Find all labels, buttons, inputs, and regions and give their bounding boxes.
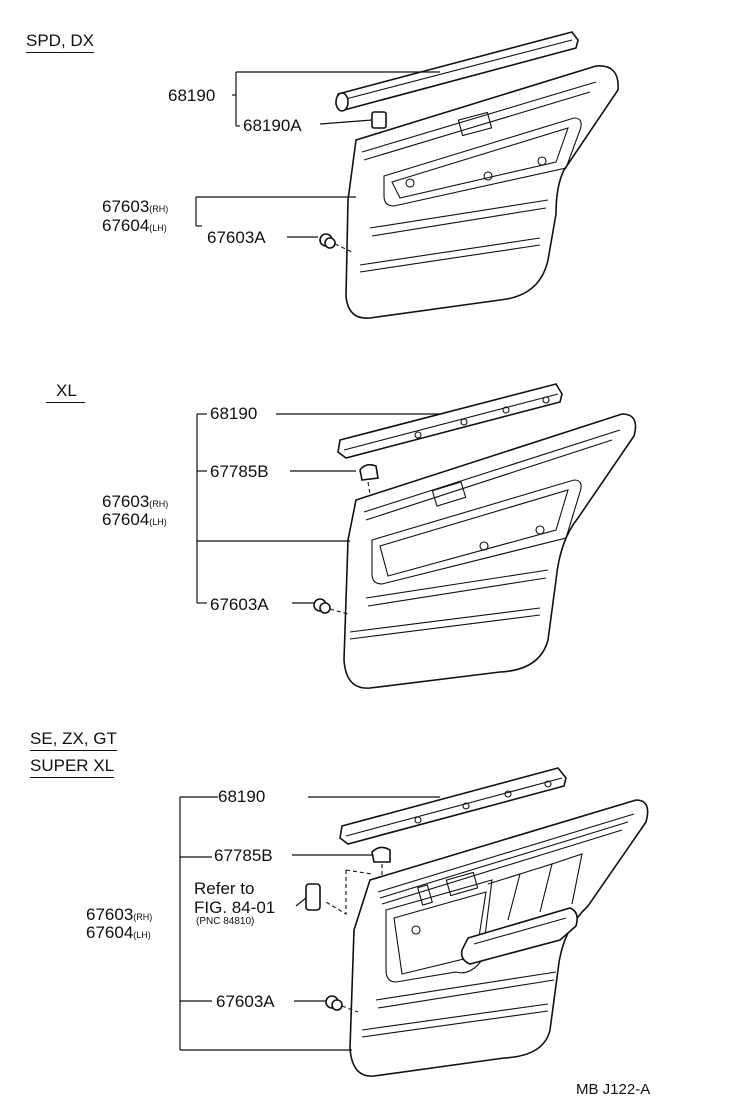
s1-clip-67603A <box>319 233 353 253</box>
s3-retainer-67785B <box>371 846 391 863</box>
s1-clip-68190A <box>371 111 387 129</box>
s2-molding <box>337 383 563 459</box>
s2-label-clip: 67603A <box>210 595 269 614</box>
s3-ref-part <box>305 883 321 911</box>
s3-molding <box>339 767 567 845</box>
s3-label-panel-rh: 67603(RH) <box>86 905 153 924</box>
s2-clip-67603A <box>313 598 349 615</box>
s1-label-panel-lh: 67604(LH) <box>102 216 167 235</box>
s3-label-clip: 67603A <box>216 992 275 1011</box>
s2-door-panel <box>343 413 637 689</box>
s2-label-molding: 68190 <box>210 404 258 423</box>
s3-label-refer-1: Refer to <box>194 879 255 898</box>
s1-label-panel-rh: 67603(RH) <box>102 197 169 216</box>
s3-label-refer-2: FIG. 84-01 <box>194 898 276 917</box>
s2-retainer-67785B <box>359 463 379 481</box>
figure-code: MB J122-A <box>576 1081 651 1098</box>
section-2-heading: XL <box>46 382 85 403</box>
s1-label-clip: 67603A <box>207 228 266 247</box>
s1-door-panel <box>345 65 619 319</box>
s2-label-panel-lh: 67604(LH) <box>102 510 167 529</box>
s3-label-retainer: 67785B <box>214 846 273 865</box>
s1-label-clip-molding: 68190A <box>243 116 302 135</box>
section-2-art <box>196 383 637 689</box>
section-3-heading-2: SUPER XL <box>30 757 115 778</box>
s2-label-retainer: 67785B <box>210 462 269 481</box>
s1-label-molding: 68190 <box>168 86 216 105</box>
s3-label-refer-pnc: (PNC 84810) <box>196 916 255 927</box>
section-1-art <box>195 31 619 319</box>
s3-label-molding: 68190 <box>218 787 266 806</box>
s2-label-panel-rh: 67603(RH) <box>102 492 169 511</box>
section-3-heading-1: SE, ZX, GT <box>30 730 117 751</box>
section-3-art <box>179 767 649 1077</box>
s3-label-panel-lh: 67604(LH) <box>86 923 151 942</box>
section-1-heading: SPD, DX <box>26 32 95 53</box>
s3-clip-67603A <box>325 995 359 1013</box>
